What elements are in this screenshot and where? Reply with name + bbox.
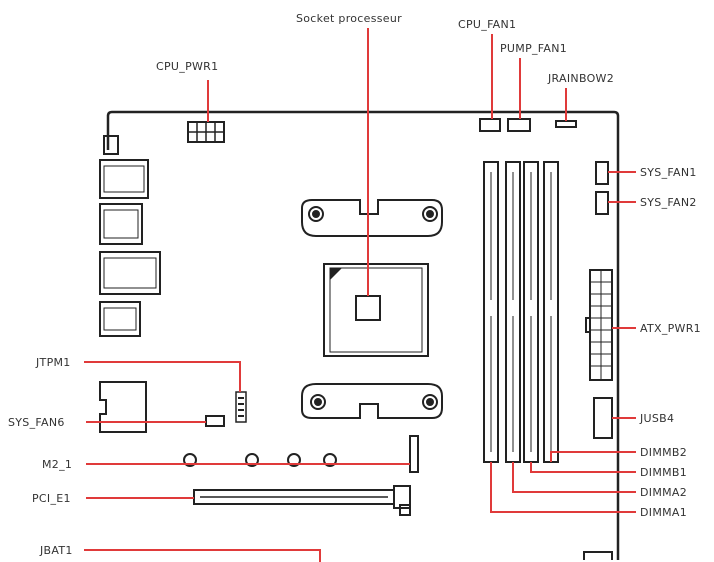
label-jrainbow2: JRAINBOW2	[547, 72, 614, 85]
label-sys-fan1: SYS_FAN1	[640, 166, 697, 179]
label-pump-fan1: PUMP_FAN1	[500, 42, 567, 55]
leader-dimma1	[490, 462, 636, 513]
label-jbat1: JBAT1	[39, 544, 73, 557]
labels: Socket processeur CPU_FAN1 CPU_PWR1 PUMP…	[8, 12, 701, 557]
leader-dimmb2	[550, 451, 636, 462]
label-atx-pwr1: ATX_PWR1	[640, 322, 701, 335]
label-m2-1: M2_1	[42, 458, 72, 471]
m2-standoffs	[183, 453, 337, 467]
label-dimma2: DIMMA2	[640, 486, 687, 499]
cpu-pwr1-connector	[187, 121, 225, 143]
label-dimma1: DIMMA1	[640, 506, 687, 519]
label-jtpm1: JTPM1	[35, 356, 71, 369]
label-cpu-pwr1: CPU_PWR1	[156, 60, 218, 73]
label-pci-e1: PCI_E1	[32, 492, 71, 505]
sys-fan2-header	[595, 191, 609, 215]
sys-fan6-header	[205, 415, 225, 427]
sys-fan1-header	[595, 161, 609, 185]
label-jusb4: JUSB4	[639, 412, 674, 425]
rear-io-ports	[99, 135, 161, 433]
label-sys-fan2: SYS_FAN2	[640, 196, 697, 209]
leader-jbat1	[84, 549, 321, 562]
label-dimmb2: DIMMB2	[640, 446, 687, 459]
leader-dimma2	[512, 462, 636, 493]
bottom-right-part	[583, 551, 613, 560]
dimm-slots	[483, 161, 559, 463]
leader-jtpm1	[84, 361, 241, 392]
label-cpu-fan1: CPU_FAN1	[458, 18, 516, 31]
leader-lines	[84, 28, 636, 562]
label-sys-fan6: SYS_FAN6	[8, 416, 65, 429]
label-socket: Socket processeur	[296, 12, 402, 25]
leader-dimmb1	[530, 462, 636, 473]
jrainbow2-header	[555, 120, 577, 128]
label-dimmb1: DIMMB1	[640, 466, 687, 479]
pump-fan1-header	[507, 118, 531, 132]
atx-pwr1-connector	[585, 269, 613, 381]
cpu-socket	[323, 263, 429, 357]
cooler-bracket-bottom	[301, 383, 443, 419]
jtpm1-header	[235, 391, 247, 423]
pci-e1-slot	[193, 485, 411, 516]
cooler-bracket-top	[301, 199, 443, 237]
jusb4-connector	[593, 397, 613, 439]
m2-1-slot	[409, 435, 419, 473]
cpu-fan1-header	[479, 118, 501, 132]
